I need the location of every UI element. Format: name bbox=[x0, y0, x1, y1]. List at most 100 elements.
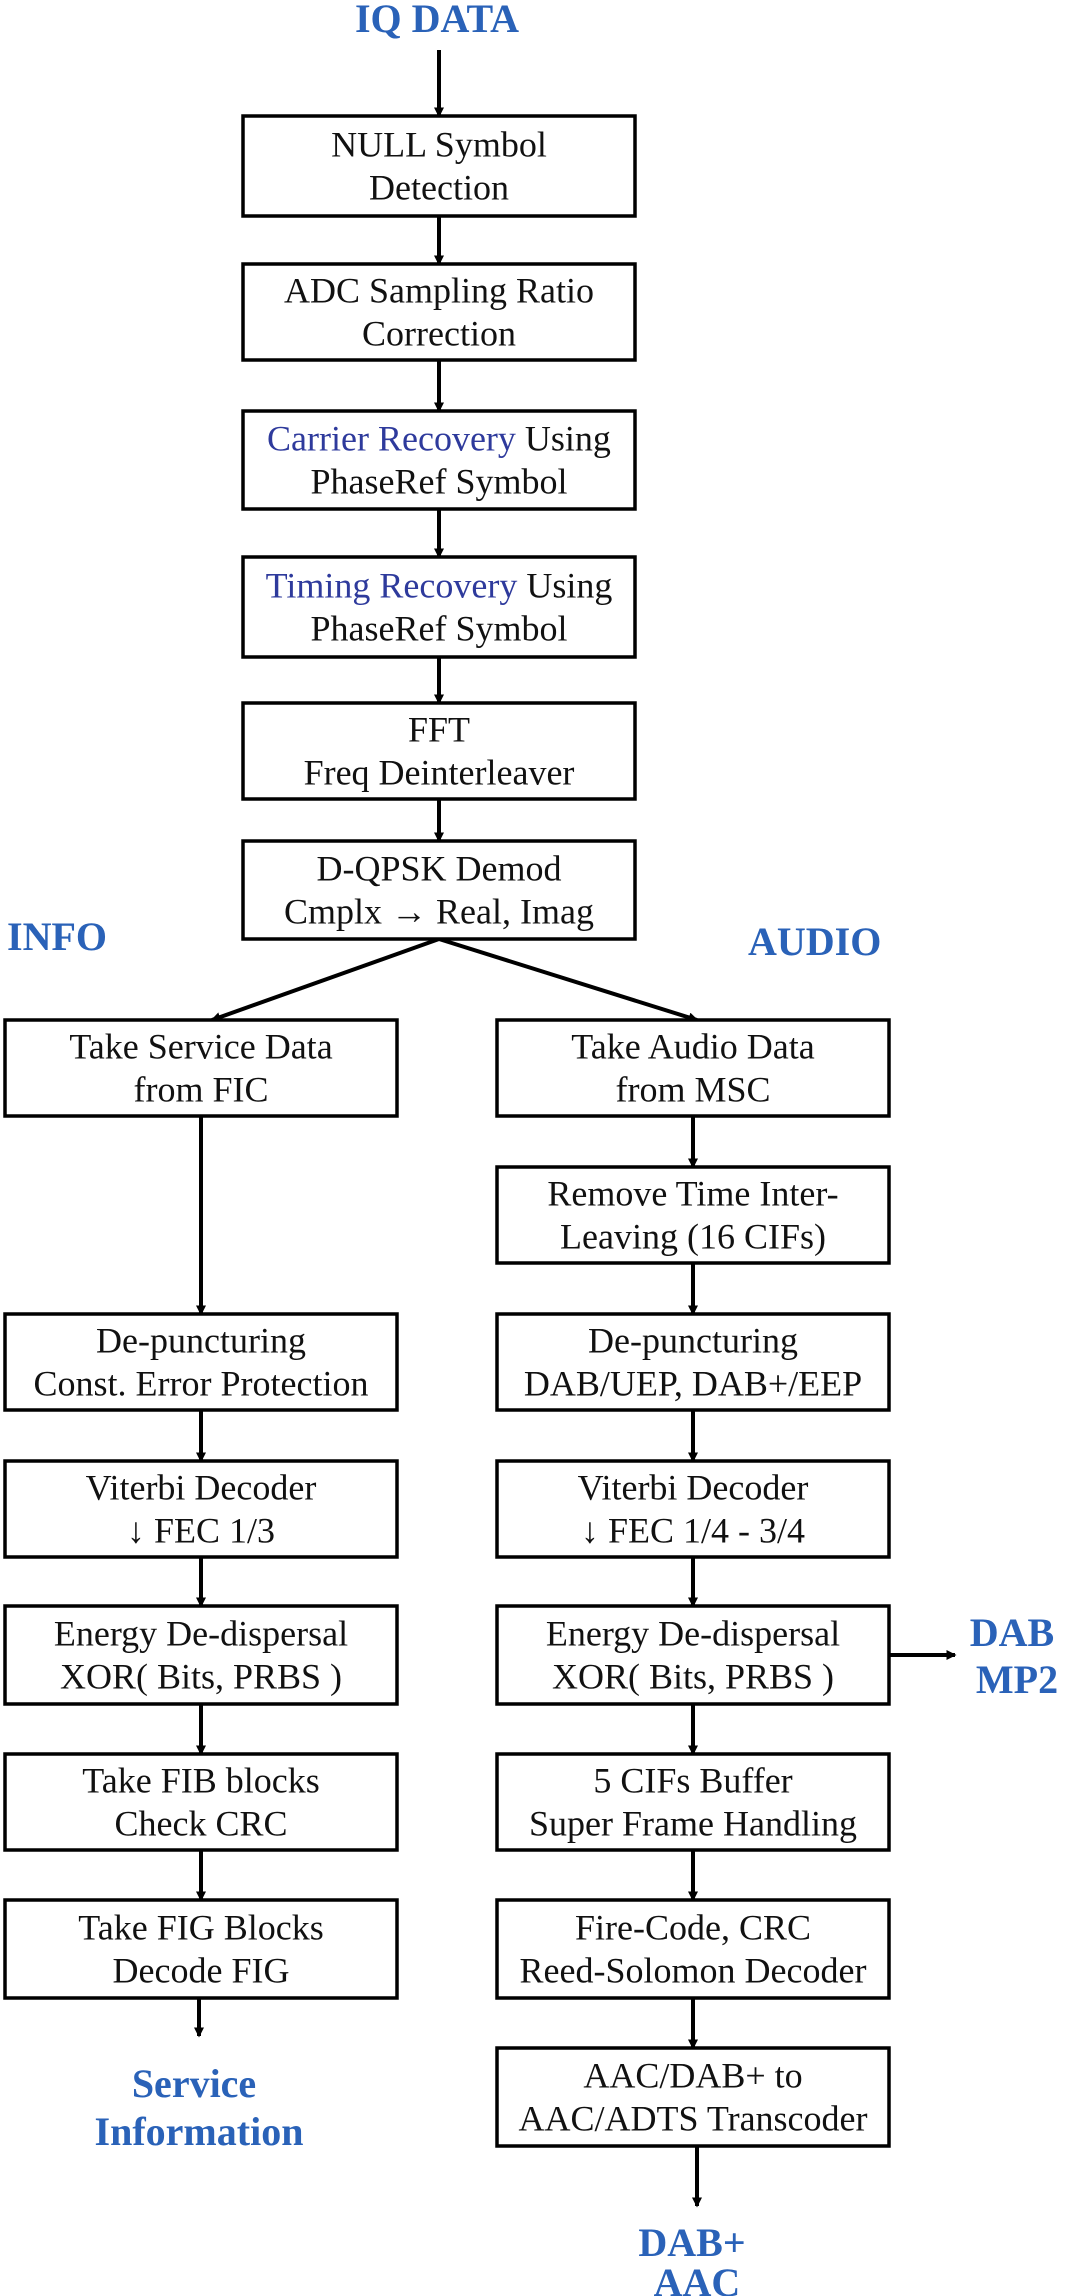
box-text-line: Timing Recovery bbox=[266, 566, 518, 606]
box-text-line: Energy De-dispersal bbox=[546, 1614, 840, 1654]
box-text-line: PhaseRef Symbol bbox=[311, 609, 568, 649]
box-outline bbox=[495, 2046, 891, 2148]
box-outline bbox=[241, 555, 637, 659]
box-text-line: Take Service Data bbox=[69, 1027, 332, 1067]
dab-plus-aac-line: DAB+ bbox=[638, 2220, 745, 2265]
box-text-line: Take FIG Blocks bbox=[78, 1908, 323, 1948]
box-text-line: Energy De-dispersal bbox=[54, 1614, 348, 1654]
box-outline bbox=[241, 114, 637, 218]
box-outline bbox=[3, 1459, 399, 1559]
box-outline bbox=[495, 1752, 891, 1852]
box-outline bbox=[241, 701, 637, 801]
box-text: Remove Time Inter-Leaving (16 CIFs) bbox=[547, 1174, 838, 1257]
service-information-label: Service Information bbox=[95, 2061, 304, 2154]
box-text-line: from FIC bbox=[134, 1070, 269, 1110]
box-text-line: Using bbox=[517, 566, 612, 606]
box-text-line: Detection bbox=[369, 168, 509, 208]
box-outline bbox=[495, 1604, 891, 1706]
box-text-line: DAB/UEP, DAB+/EEP bbox=[524, 1364, 862, 1404]
box-text-line: XOR( Bits, PRBS ) bbox=[552, 1657, 834, 1697]
box-text-line: De-puncturing bbox=[588, 1321, 798, 1361]
box-text: Viterbi Decoder↓ FEC 1/3 bbox=[86, 1468, 317, 1551]
box-text-line: De-puncturing bbox=[96, 1321, 306, 1361]
box-text-line: Carrier Recovery bbox=[267, 419, 516, 459]
box-outline bbox=[3, 1018, 399, 1118]
box-text-line: NULL Symbol bbox=[331, 125, 547, 165]
box-text-line: D-QPSK Demod bbox=[316, 849, 561, 889]
box-text-line: Take Audio Data bbox=[571, 1027, 814, 1067]
iq-data-label: IQ DATA bbox=[355, 0, 519, 41]
box-text-line: Freq Deinterleaver bbox=[304, 753, 575, 793]
box-text-line: FFT bbox=[408, 710, 470, 750]
box-outline bbox=[241, 262, 637, 362]
box-text-line: XOR( Bits, PRBS ) bbox=[60, 1657, 342, 1697]
box-outline bbox=[495, 1018, 891, 1118]
split-audio-arrow bbox=[438, 937, 699, 1023]
box-text-line: Viterbi Decoder bbox=[578, 1468, 809, 1508]
dab-mp2-label: DAB MP2 bbox=[970, 1610, 1064, 1702]
box-outline bbox=[495, 1898, 891, 2000]
box-text-line: Reed-Solomon Decoder bbox=[520, 1951, 867, 1991]
audio-viterbi-decoder-box: Viterbi Decoder↓ FEC 1/4 - 3/4 bbox=[495, 1459, 891, 1559]
box-text-line: Super Frame Handling bbox=[529, 1804, 857, 1844]
box-text-line: ADC Sampling Ratio bbox=[284, 271, 594, 311]
box-text-line: 5 CIFs Buffer bbox=[593, 1761, 792, 1801]
box-text-line: Decode FIG bbox=[113, 1951, 290, 1991]
connectors bbox=[194, 50, 957, 2208]
box-outline bbox=[241, 839, 637, 941]
box-text-line: ↓ FEC 1/3 bbox=[127, 1511, 275, 1551]
service-information-line: Information bbox=[95, 2109, 304, 2154]
dab-mp2-line: DAB bbox=[970, 1610, 1054, 1655]
remove-time-interleaving-box: Remove Time Inter-Leaving (16 CIFs) bbox=[495, 1165, 891, 1265]
service-information-line: Service bbox=[132, 2061, 256, 2106]
box-text-line: Const. Error Protection bbox=[34, 1364, 369, 1404]
box-outline bbox=[3, 1604, 399, 1706]
box-text-line: from MSC bbox=[615, 1070, 770, 1110]
box-outline bbox=[3, 1752, 399, 1852]
box-text-line: PhaseRef Symbol bbox=[311, 462, 568, 502]
box-outline bbox=[495, 1312, 891, 1412]
audio-label: AUDIO bbox=[748, 919, 881, 964]
box-text-line: ↓ FEC 1/4 - 3/4 bbox=[581, 1511, 805, 1551]
dab-plus-aac-label: DAB+ AAC bbox=[638, 2220, 755, 2296]
box-outline bbox=[3, 1898, 399, 2000]
info-label: INFO bbox=[7, 914, 107, 959]
dab-mp2-line: MP2 bbox=[976, 1657, 1058, 1702]
dab-plus-aac-line: AAC bbox=[654, 2260, 741, 2296]
box-text-line: Take FIB blocks bbox=[82, 1761, 319, 1801]
box-text: Viterbi Decoder↓ FEC 1/4 - 3/4 bbox=[578, 1468, 809, 1551]
box-text-line: AAC/DAB+ to bbox=[583, 2056, 802, 2096]
split-info-arrow bbox=[210, 937, 440, 1022]
box-text-line: Leaving (16 CIFs) bbox=[560, 1217, 826, 1257]
box-text-line: Viterbi Decoder bbox=[86, 1468, 317, 1508]
box-text-line: Fire-Code, CRC bbox=[575, 1908, 811, 1948]
box-text-line: Using bbox=[516, 419, 611, 459]
